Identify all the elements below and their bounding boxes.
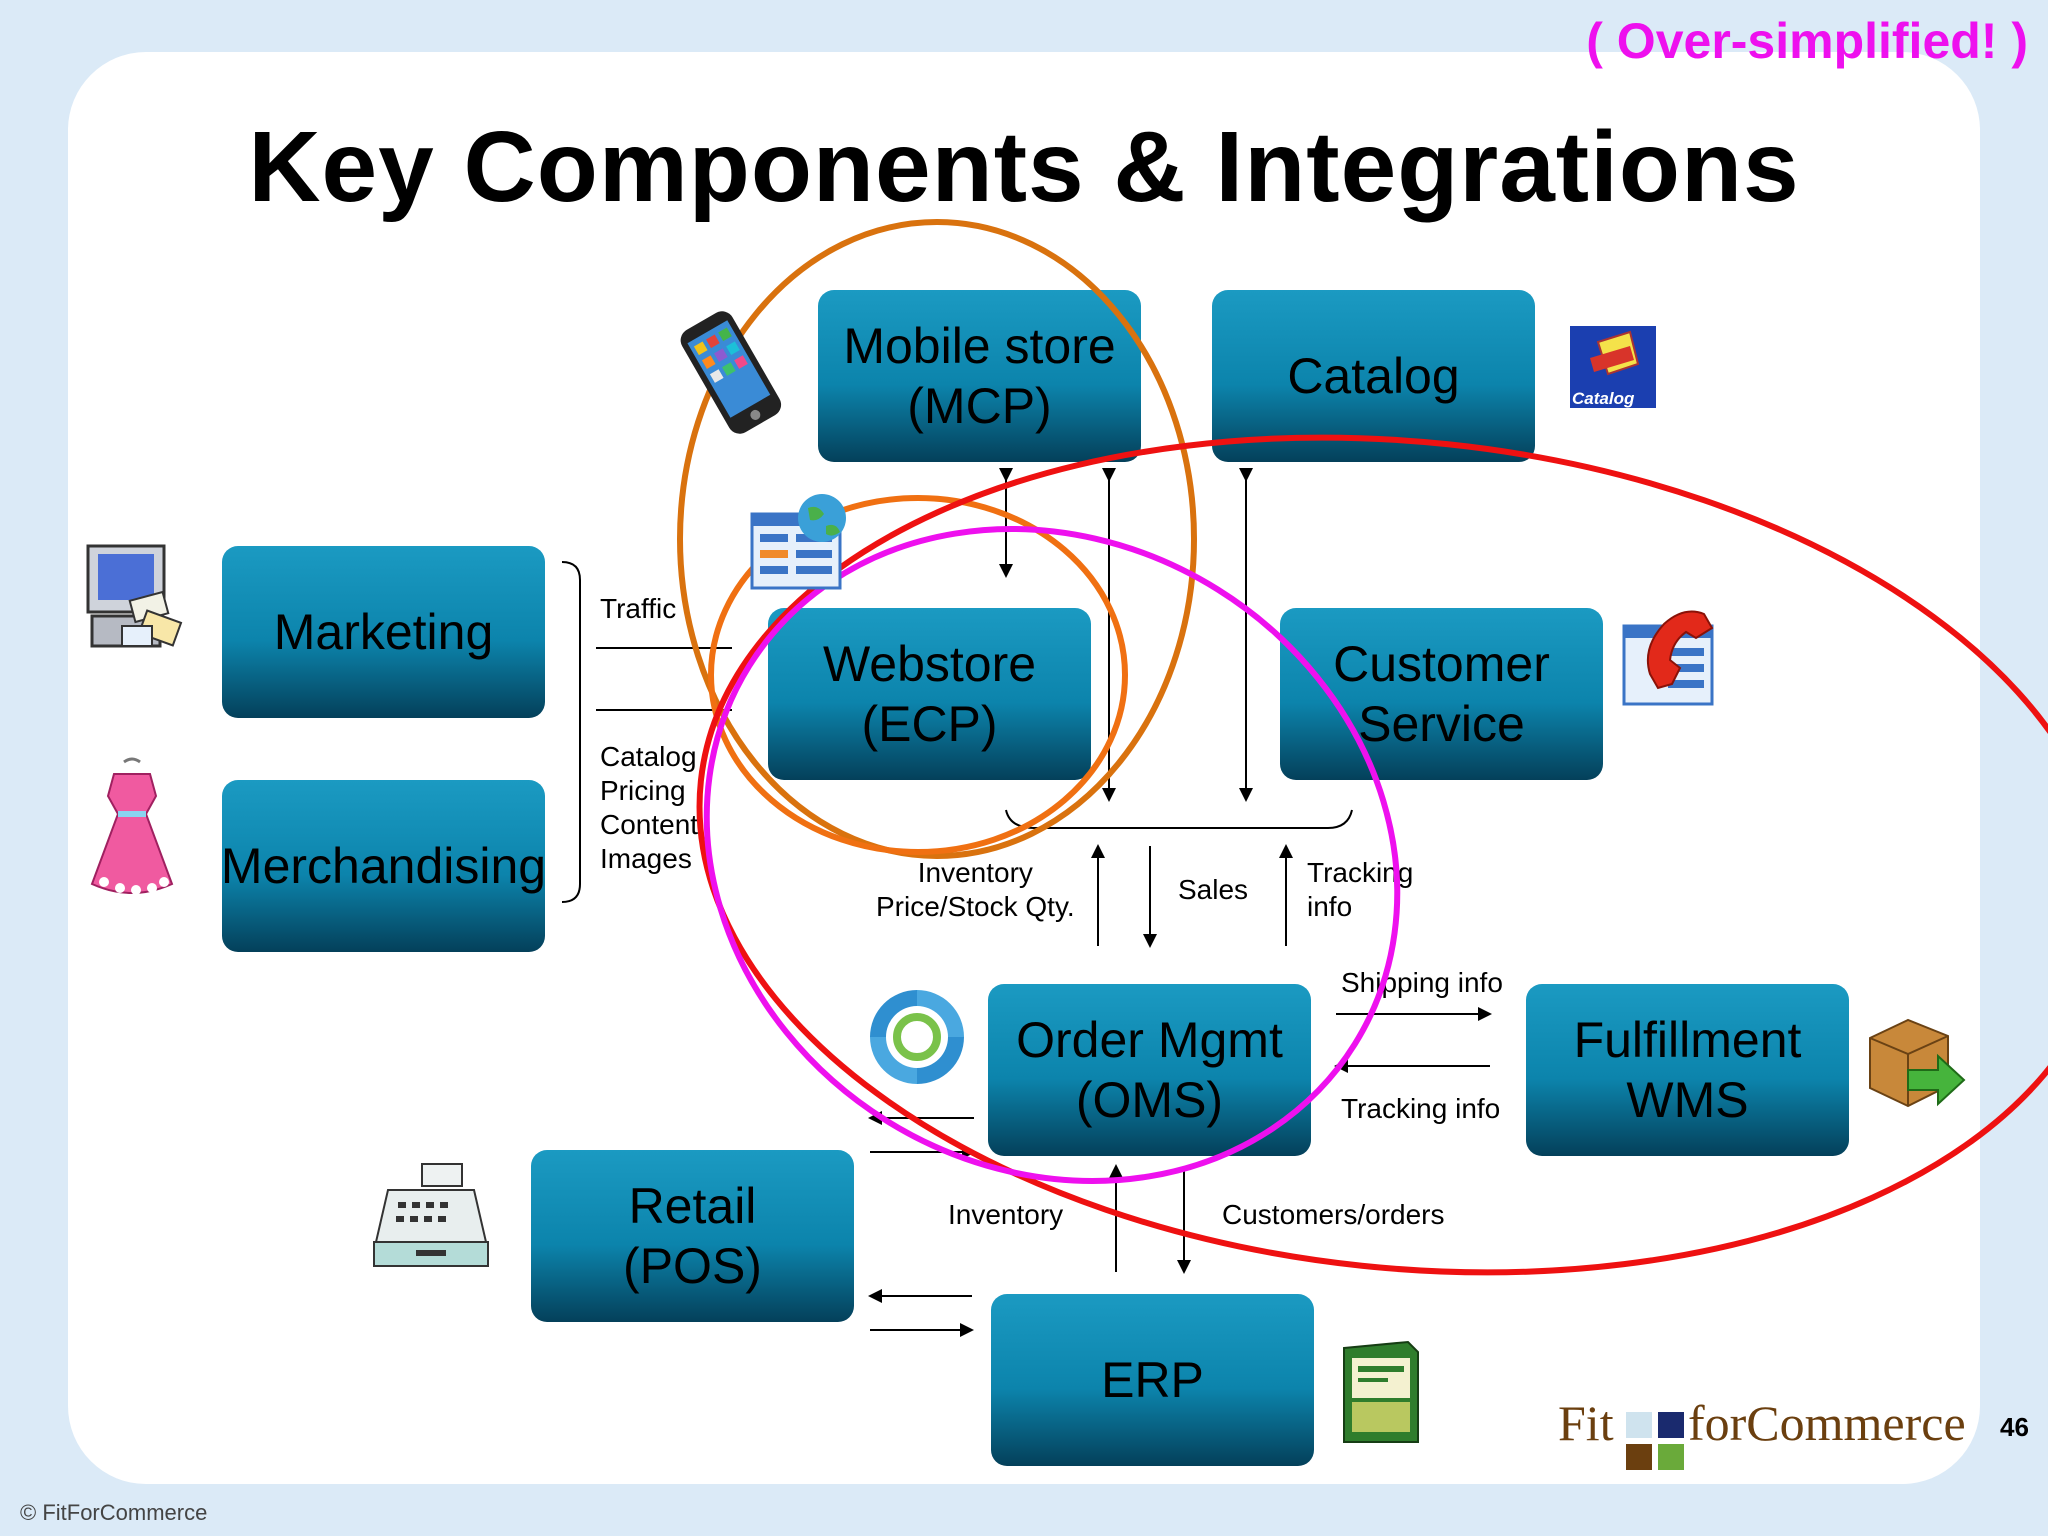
orange-inner-circle [708, 495, 1128, 855]
customers-orders-label: Customers/orders [1222, 1199, 1445, 1230]
erp-box: ERP [991, 1294, 1314, 1466]
package-arrow-icon [1869, 1018, 1966, 1108]
orange-outer-circle [677, 219, 1197, 859]
mobile-store-box: Mobile store (MCP) [818, 290, 1141, 462]
slide-title: Key Components & Integrations [248, 111, 1800, 223]
webstore-box: Webstore (ECP) [768, 608, 1091, 780]
red-circle [696, 434, 2048, 1276]
inventory-price-label: Inventory Price/Stock Qty. [876, 857, 1075, 922]
catalog-icon: Catalog [1570, 326, 1656, 408]
shipping-info-label: Shipping info [1341, 967, 1503, 998]
order-mgmt-box: Order Mgmt (OMS) [988, 984, 1311, 1156]
customer-service-box: Customer Service [1280, 608, 1603, 780]
channels-brace [1005, 809, 1353, 829]
over-simplified-note: ( Over-simplified! ) [1586, 13, 2028, 69]
merchandising-box: Merchandising [221, 780, 546, 952]
dress-icon [90, 757, 174, 895]
fulfillment-box: Fulfillment WMS [1526, 984, 1849, 1156]
logo-squares-icon [1626, 1412, 1684, 1470]
quickbooks-box-icon [1343, 1340, 1419, 1443]
catalog-pricing-label: Catalog Pricing Content Images [600, 741, 699, 874]
traffic-label: Traffic [600, 593, 677, 624]
logo-text-forcommerce: forCommerce [1688, 1395, 1966, 1451]
telephone-icon [1622, 610, 1714, 706]
catalog-box: Catalog [1212, 290, 1535, 462]
copyright-text: © FitForCommerce [20, 1500, 208, 1525]
inventory-label: Inventory [948, 1199, 1064, 1230]
marketing-box: Marketing [222, 546, 545, 718]
page-number: 46 [2000, 1412, 2029, 1442]
web-page-globe-icon [750, 494, 846, 590]
sales-label: Sales [1178, 874, 1249, 905]
cycle-arrows-icon [870, 990, 964, 1084]
marketing-bracket [561, 561, 581, 903]
cash-register-icon [373, 1163, 489, 1267]
mobile-phone-icon [680, 311, 782, 434]
tracking-info-label: Tracking info [1341, 1093, 1501, 1124]
magenta-circle [703, 526, 1401, 1184]
logo-text-fit: Fit [1558, 1395, 1614, 1451]
computer-mail-icon [86, 544, 183, 648]
catalog-icon-text: Catalog [1572, 389, 1635, 408]
fitforcommerce-logo: Fit forCommerce [1558, 1394, 1968, 1474]
retail-pos-box: Retail (POS) [531, 1150, 854, 1322]
